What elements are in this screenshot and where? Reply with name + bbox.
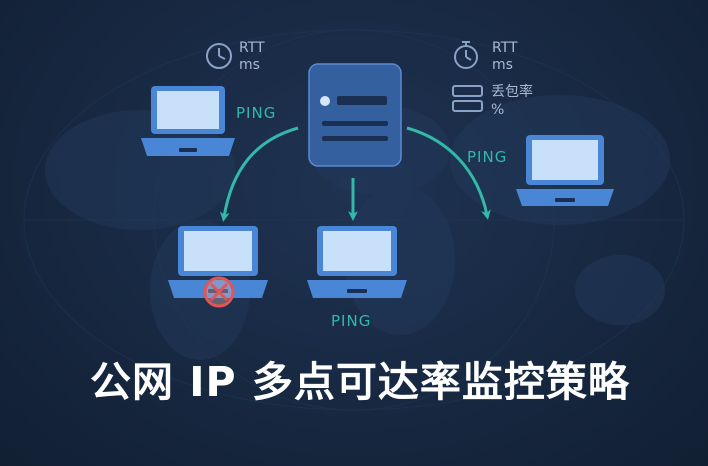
page-title: 公网 IP 多点可达率监控策略: [90, 358, 630, 406]
laptop-icon: [307, 226, 407, 298]
loss-label: 丢包率: [491, 84, 533, 100]
laptop-icon: [168, 226, 268, 298]
server-icon: [308, 63, 402, 167]
rtt-left-unit: ms: [239, 57, 260, 73]
stopwatch-icon: [454, 41, 478, 69]
rtt-left-label: RTT: [239, 40, 265, 56]
laptop-icon: [141, 86, 235, 156]
arrow-right: [406, 126, 491, 220]
loss-bars-icon: [452, 85, 483, 112]
rtt-right-label: RTT: [492, 40, 518, 56]
clock-icon: [206, 43, 232, 69]
laptop-icon: [516, 135, 614, 206]
loss-unit: %: [491, 102, 505, 118]
ping-label-right: PING: [467, 148, 508, 166]
rtt-right-unit: ms: [492, 57, 513, 73]
ping-label-bottom: PING: [331, 312, 372, 330]
ping-label-left: PING: [236, 104, 277, 122]
failure-x-icon: [203, 276, 235, 308]
arrow-left: [219, 126, 299, 222]
